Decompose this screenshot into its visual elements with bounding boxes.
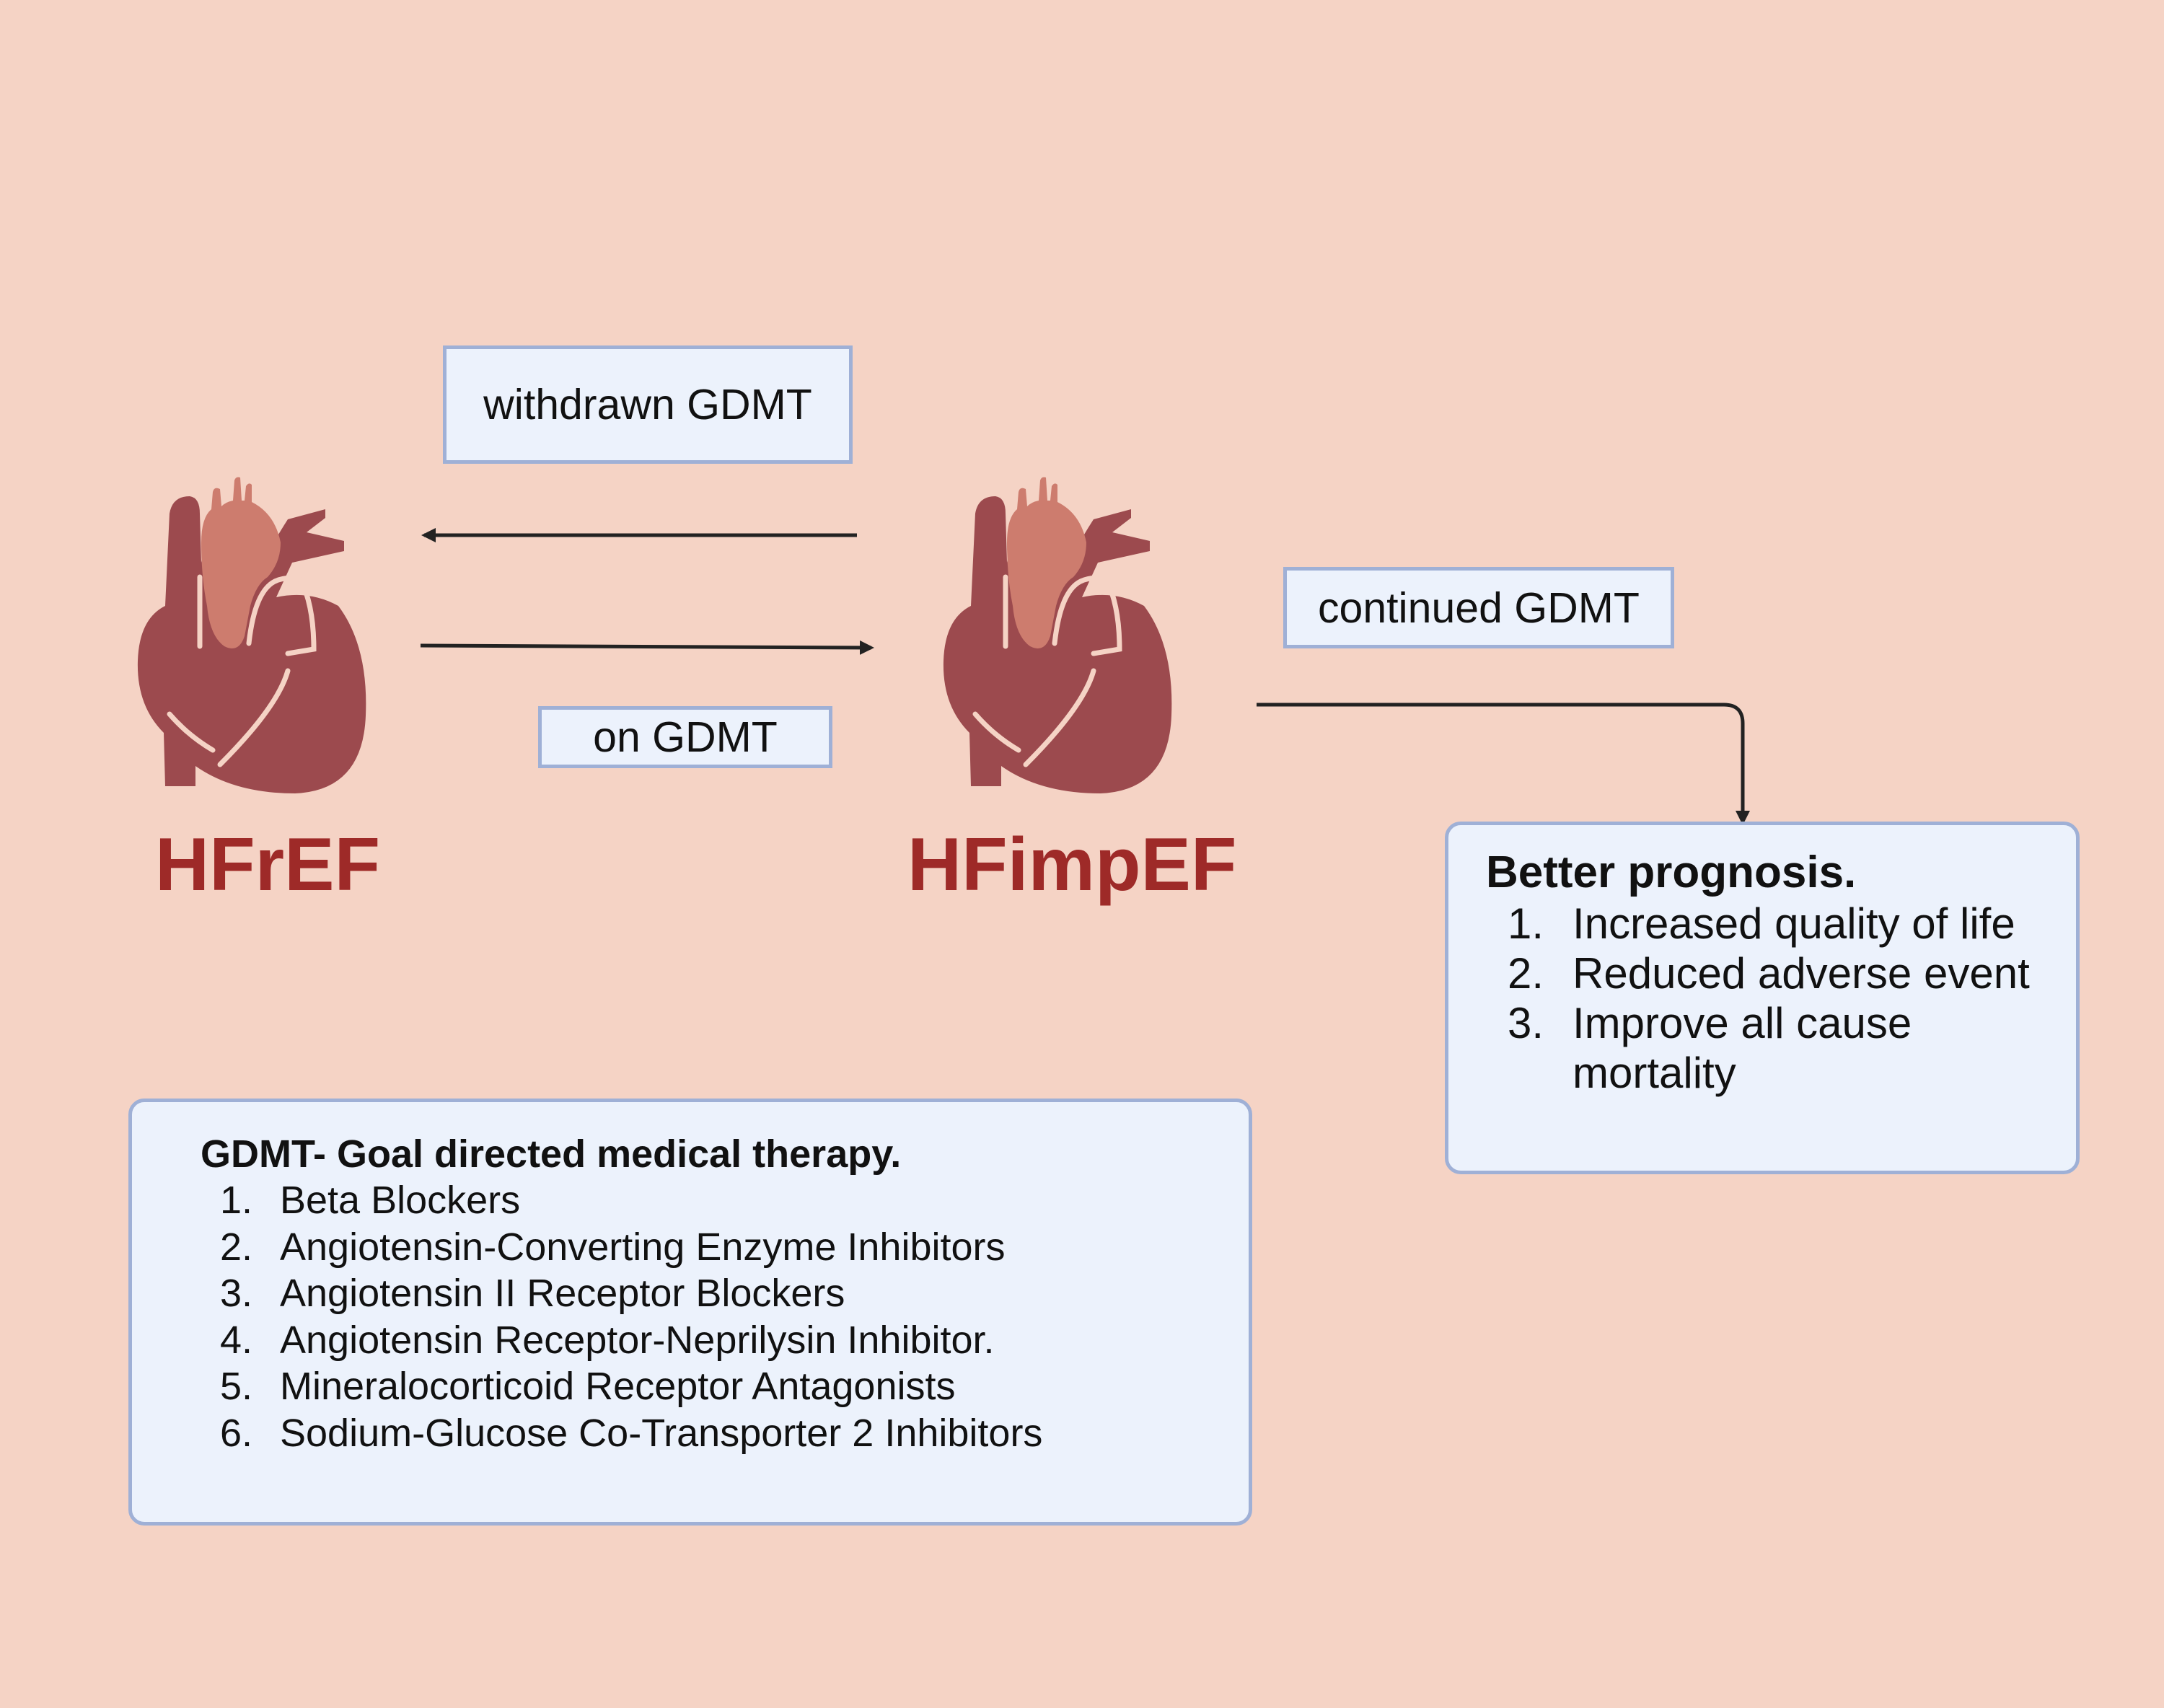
list-item: 2. Reduced adverse event xyxy=(1486,948,2054,998)
list-item: 1. Increased quality of life xyxy=(1486,899,2054,948)
on-gdmt-label: on GDMT xyxy=(538,706,832,768)
prognosis-box: Better prognosis. 1. Increased quality o… xyxy=(1445,822,2080,1174)
prognosis-title: Better prognosis. xyxy=(1486,848,1857,897)
withdrawn-gdmt-text: withdrawn GDMT xyxy=(483,381,812,428)
list-item: 1. Beta Blockers xyxy=(201,1177,1227,1224)
list-item: 3. Improve all cause mortality xyxy=(1486,998,2054,1098)
list-text: Beta Blockers xyxy=(280,1179,521,1222)
continued-arrow xyxy=(1257,703,1750,825)
continued-gdmt-text: continued GDMT xyxy=(1318,584,1640,632)
list-item: 6. Sodium-Glucose Co-Transporter 2 Inhib… xyxy=(201,1410,1227,1457)
gdmt-list: 1. Beta Blockers 2. Angiotensin-Converti… xyxy=(201,1177,1227,1456)
list-text: Sodium-Glucose Co-Transporter 2 Inhibito… xyxy=(280,1411,1043,1455)
prognosis-list: 1. Increased quality of life 2. Reduced … xyxy=(1486,899,2054,1098)
list-number: 3. xyxy=(1507,999,1544,1047)
on-gdmt-arrow xyxy=(420,640,874,655)
heart-shape xyxy=(137,477,366,793)
list-number: 5. xyxy=(219,1365,252,1408)
list-text: Angiotensin-Converting Enzyme Inhibitors xyxy=(280,1225,1006,1269)
list-number: 4. xyxy=(219,1318,252,1362)
heart-shape xyxy=(943,477,1172,793)
continued-gdmt-label: continued GDMT xyxy=(1283,567,1674,648)
hfref-label: HFrEF xyxy=(155,823,380,907)
heart-icon xyxy=(943,477,1172,793)
hfimpef-label: HFimpEF xyxy=(907,823,1237,907)
gdmt-title: GDMT- Goal directed medical therapy. xyxy=(201,1132,902,1176)
list-text: Angiotensin II Receptor Blockers xyxy=(280,1272,845,1315)
list-text: Angiotensin Receptor-Neprilysin Inhibito… xyxy=(280,1318,995,1362)
list-text: Increased quality of life xyxy=(1573,899,2015,948)
list-item: 3. Angiotensin II Receptor Blockers xyxy=(201,1270,1227,1317)
withdrawn-gdmt-label: withdrawn GDMT xyxy=(443,345,853,464)
on-gdmt-text: on GDMT xyxy=(593,713,778,761)
list-text: Mineralocorticoid Receptor Antagonists xyxy=(280,1365,956,1408)
list-number: 1. xyxy=(219,1179,252,1222)
list-number: 2. xyxy=(219,1225,252,1269)
list-item: 5. Mineralocorticoid Receptor Antagonist… xyxy=(201,1363,1227,1410)
list-text: Reduced adverse event xyxy=(1573,949,2030,998)
list-number: 1. xyxy=(1507,899,1544,948)
list-item: 4. Angiotensin Receptor-Neprilysin Inhib… xyxy=(201,1317,1227,1364)
gdmt-box: GDMT- Goal directed medical therapy. 1. … xyxy=(128,1099,1252,1526)
list-item: 2. Angiotensin-Converting Enzyme Inhibit… xyxy=(201,1224,1227,1271)
list-number: 2. xyxy=(1507,949,1544,998)
list-number: 6. xyxy=(219,1411,252,1455)
list-text: Improve all cause mortality xyxy=(1573,999,1912,1097)
list-number: 3. xyxy=(219,1272,252,1315)
heart-icon xyxy=(137,477,366,793)
